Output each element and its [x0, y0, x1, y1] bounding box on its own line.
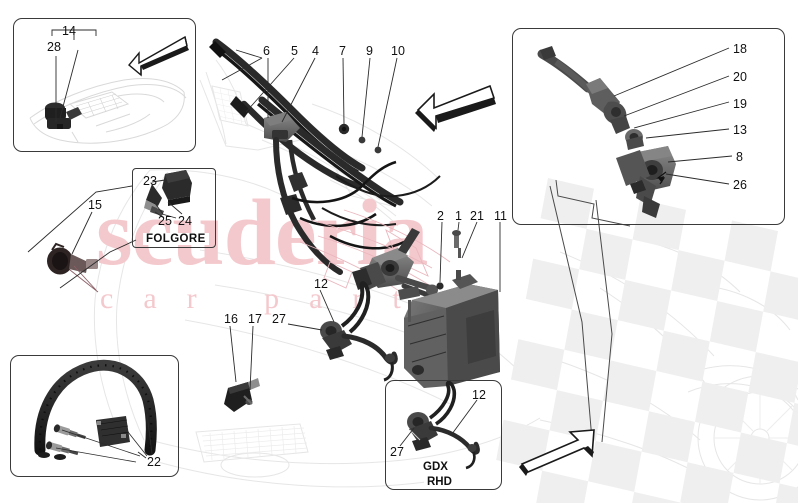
- callout-17: 17: [248, 312, 262, 326]
- callout-12-gdx: 12: [472, 388, 486, 402]
- inset-bl-artwork: [34, 359, 157, 463]
- inset-br-artwork: [407, 380, 480, 470]
- callout-25: 25: [158, 214, 172, 228]
- callout-26: 26: [733, 178, 747, 192]
- callout-27: 27: [272, 312, 286, 326]
- leader-lines: [27, 29, 733, 459]
- part-16-17: [224, 378, 260, 412]
- callout-14: 14: [62, 24, 76, 38]
- callout-8: 8: [736, 150, 743, 164]
- callout-10: 10: [391, 44, 405, 58]
- callout-18: 18: [733, 42, 747, 56]
- callout-6: 6: [263, 44, 270, 58]
- callout-9: 9: [366, 44, 373, 58]
- callout-1: 1: [455, 209, 462, 223]
- part-15-pump: [47, 242, 99, 293]
- arrow-bottom-icon: [519, 429, 595, 476]
- inset-folgore-artwork: [144, 170, 192, 219]
- callout-2: 2: [437, 209, 444, 223]
- inset-caption-rhd: RHD: [424, 476, 455, 488]
- inset-box-bottom-left: [10, 355, 179, 477]
- arrow-main-icon: [415, 84, 496, 132]
- callout-7: 7: [339, 44, 346, 58]
- callout-19: 19: [733, 97, 747, 111]
- callout-28: 28: [47, 40, 61, 54]
- watermark-tagline: car parts: [100, 282, 473, 315]
- callout-27-gdx: 27: [390, 445, 404, 459]
- callout-13: 13: [733, 123, 747, 137]
- part-12-27-pump-hose: [320, 281, 398, 382]
- callout-15: 15: [88, 198, 102, 212]
- callout-22: 22: [147, 455, 161, 469]
- callout-5: 5: [291, 44, 298, 58]
- callout-12: 12: [314, 277, 328, 291]
- callout-24: 24: [178, 214, 192, 228]
- callout-4: 4: [312, 44, 319, 58]
- inset-box-folgore: [132, 168, 216, 248]
- callout-23: 23: [143, 174, 157, 188]
- inset-tl-artwork: [29, 78, 187, 144]
- inset-box-right: [512, 28, 785, 225]
- inset-caption-gdx: GDX: [420, 461, 451, 473]
- callout-20: 20: [733, 70, 747, 84]
- callout-21: 21: [470, 209, 484, 223]
- callout-16: 16: [224, 312, 238, 326]
- inset-caption-folgore: FOLGORE: [143, 233, 209, 245]
- callout-11: 11: [494, 209, 507, 223]
- wiring-harness: [321, 175, 441, 227]
- inset-right-artwork: [537, 46, 676, 218]
- arrow-inset-tl-icon: [128, 35, 189, 77]
- ghost-cowl-pink: [299, 209, 451, 295]
- wiper-linkage-motor: [352, 228, 461, 305]
- inset-box-bottom-right: [385, 380, 502, 490]
- washer-hose-runs: [291, 160, 405, 250]
- inset-box-top-left: [13, 18, 196, 152]
- washer-reservoir-tank: [398, 270, 500, 388]
